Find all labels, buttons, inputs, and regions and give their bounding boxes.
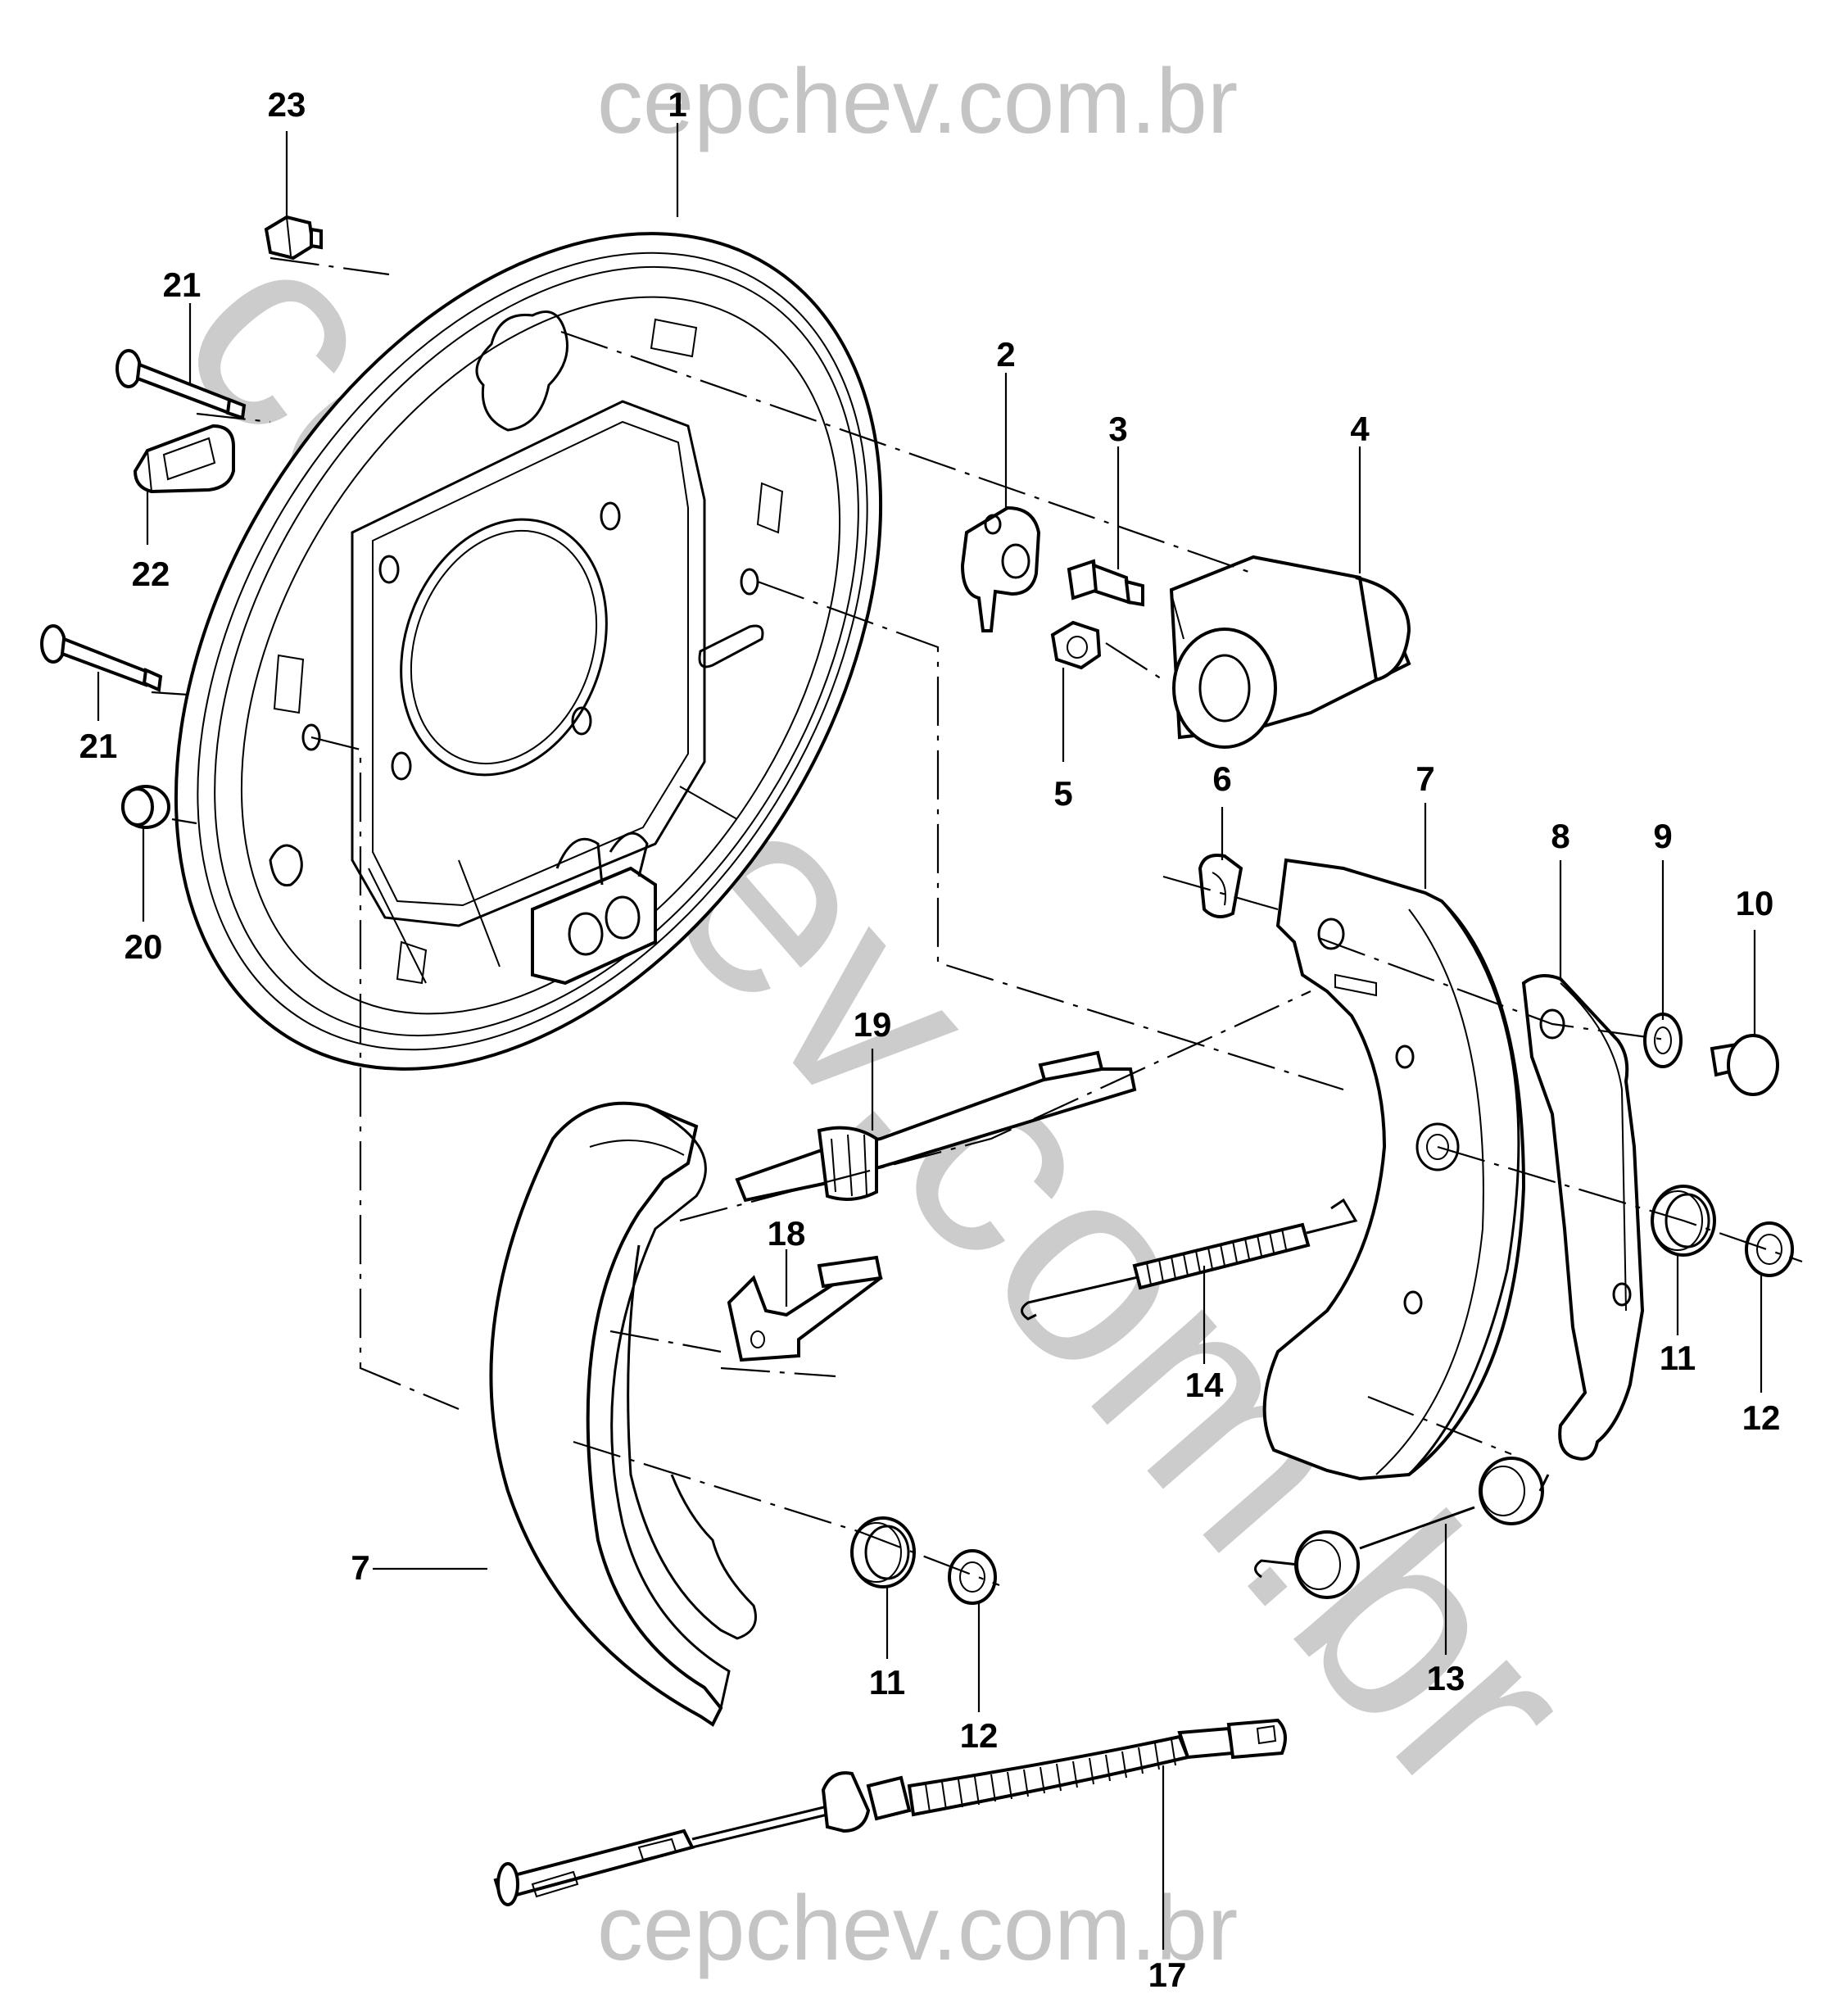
hold-down-pin-lower: [40, 624, 163, 692]
callout-2: 2: [996, 335, 1015, 374]
nut-5: [1050, 620, 1102, 670]
callout-21-upper: 21: [163, 265, 202, 304]
callout-10: 10: [1736, 884, 1774, 922]
spring-cup-right: [1745, 1221, 1794, 1277]
parking-lever-8: [1521, 974, 1645, 1461]
watermark-bottom: cepchev.com.br: [597, 1877, 1238, 1979]
bolt-23: [264, 215, 323, 261]
alignment-lines: [151, 256, 1803, 1587]
callout-21-lower: 21: [79, 727, 118, 765]
callout-17: 17: [1148, 1955, 1187, 1994]
callout-6: 6: [1212, 759, 1231, 798]
callout-19: 19: [854, 1005, 892, 1044]
callout-23: 23: [268, 85, 306, 124]
callout-12-right: 12: [1742, 1398, 1781, 1437]
callout-20: 20: [125, 927, 163, 966]
grommet-20: [121, 785, 170, 829]
upper-return-spring-14: [1021, 1198, 1358, 1321]
plug-22: [133, 424, 235, 494]
callout-14: 14: [1185, 1366, 1224, 1404]
callout-3: 3: [1108, 410, 1127, 448]
bleeder-screw-3: [1067, 559, 1144, 607]
hold-down-pin-upper: [116, 349, 247, 420]
leader-lines: [97, 123, 1763, 1950]
callout-11-right: 11: [1660, 1339, 1696, 1377]
adjuster-lever-18: [727, 1255, 883, 1362]
callout-7-right: 7: [1415, 759, 1434, 798]
callout-18: 18: [768, 1214, 806, 1253]
parking-brake-cable-17: [493, 1718, 1287, 1906]
callout-12-left: 12: [960, 1716, 999, 1755]
callout-9: 9: [1653, 817, 1672, 855]
lower-return-spring-13: [1254, 1457, 1550, 1599]
hold-down-spring-left: [850, 1516, 916, 1588]
callout-5: 5: [1053, 774, 1072, 813]
brake-shoe-left: [489, 1101, 757, 1727]
callout-8: 8: [1551, 817, 1569, 855]
brake-shoe-right: [1262, 858, 1526, 1481]
wheel-cylinder-4: [1169, 555, 1411, 749]
callout-4: 4: [1350, 410, 1370, 448]
callout-labels: 1 23 21 22 21 20 2 3 4 5 6 7 8 9 10 11 1…: [79, 85, 1781, 1994]
watermark-top: cepchev.com.br: [597, 50, 1238, 152]
pin-10: [1710, 1034, 1779, 1096]
backing-plate: [174, 232, 883, 1071]
callout-22: 22: [132, 555, 170, 593]
clip-6: [1198, 854, 1243, 918]
callout-1: 1: [668, 85, 686, 124]
spring-cup-left: [948, 1549, 997, 1605]
bracket-2: [960, 505, 1041, 632]
adjuster-strut-19: [735, 1050, 1137, 1203]
callout-13: 13: [1427, 1659, 1465, 1697]
washer-9: [1643, 1013, 1683, 1068]
callout-11-left: 11: [869, 1663, 905, 1702]
callout-7-left: 7: [351, 1548, 369, 1587]
